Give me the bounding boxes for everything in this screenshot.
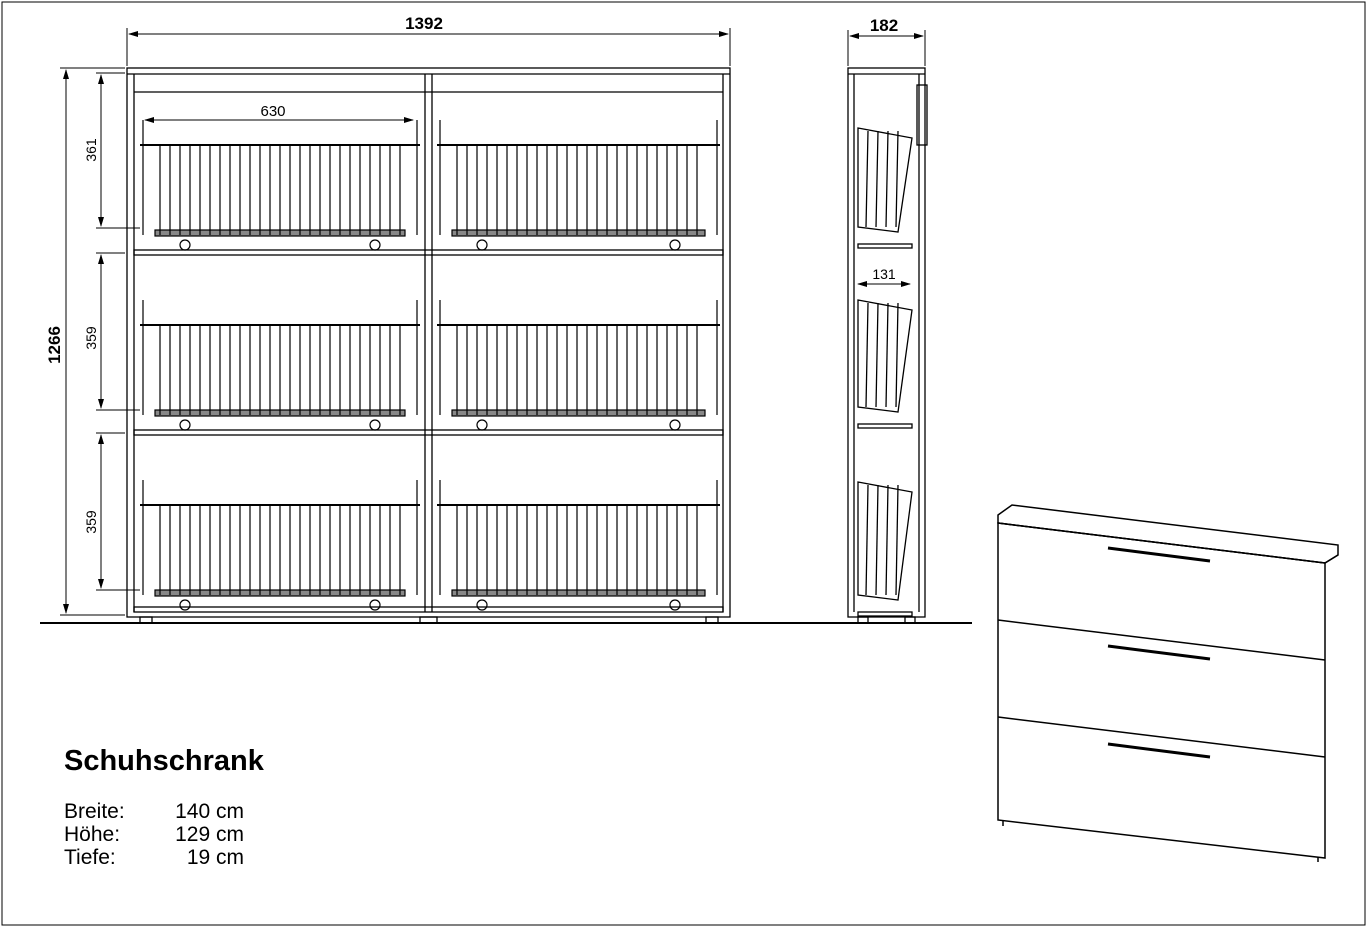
side-basket: [857, 127, 913, 233]
spec-value: 129 cm: [175, 823, 244, 846]
wire-basket: [140, 120, 420, 251]
spec-row-width: Breite: 140 cm: [64, 800, 264, 823]
front-view: [126, 67, 731, 624]
spec-label: Höhe:: [64, 823, 121, 846]
wire-basket: [437, 120, 720, 251]
spec-label: Tiefe:: [64, 846, 116, 869]
baskets: [140, 120, 720, 611]
spec-label: Breite:: [64, 800, 125, 823]
spec-value: 19 cm: [186, 846, 244, 869]
dim-compartment-3: 359: [83, 510, 99, 534]
dim-basket-width: 630: [260, 103, 285, 120]
wire-basket: [140, 480, 420, 611]
dim-total-width: 1392: [405, 14, 443, 33]
side-basket: [857, 481, 913, 601]
wire-basket: [437, 300, 720, 431]
wire-basket: [437, 480, 720, 611]
spec-value: 140 cm: [175, 800, 244, 823]
spec-row-depth: Tiefe: 19 cm: [64, 846, 264, 869]
dimension-lines: [60, 28, 926, 616]
perspective-view: [997, 504, 1339, 862]
dim-basket-depth: 131: [872, 266, 896, 282]
side-basket: [857, 299, 913, 413]
side-view: [847, 67, 928, 624]
product-title: Schuhschrank: [64, 745, 264, 777]
dim-total-height: 1266: [45, 326, 64, 364]
spec-row-height: Höhe: 129 cm: [64, 823, 264, 846]
dim-depth: 182: [870, 16, 898, 35]
dim-compartment-2: 359: [83, 326, 99, 350]
wire-basket: [140, 300, 420, 431]
dim-compartment-1: 361: [83, 138, 99, 162]
product-info: Schuhschrank Breite: 140 cm Höhe: 129 cm T…: [64, 745, 264, 869]
